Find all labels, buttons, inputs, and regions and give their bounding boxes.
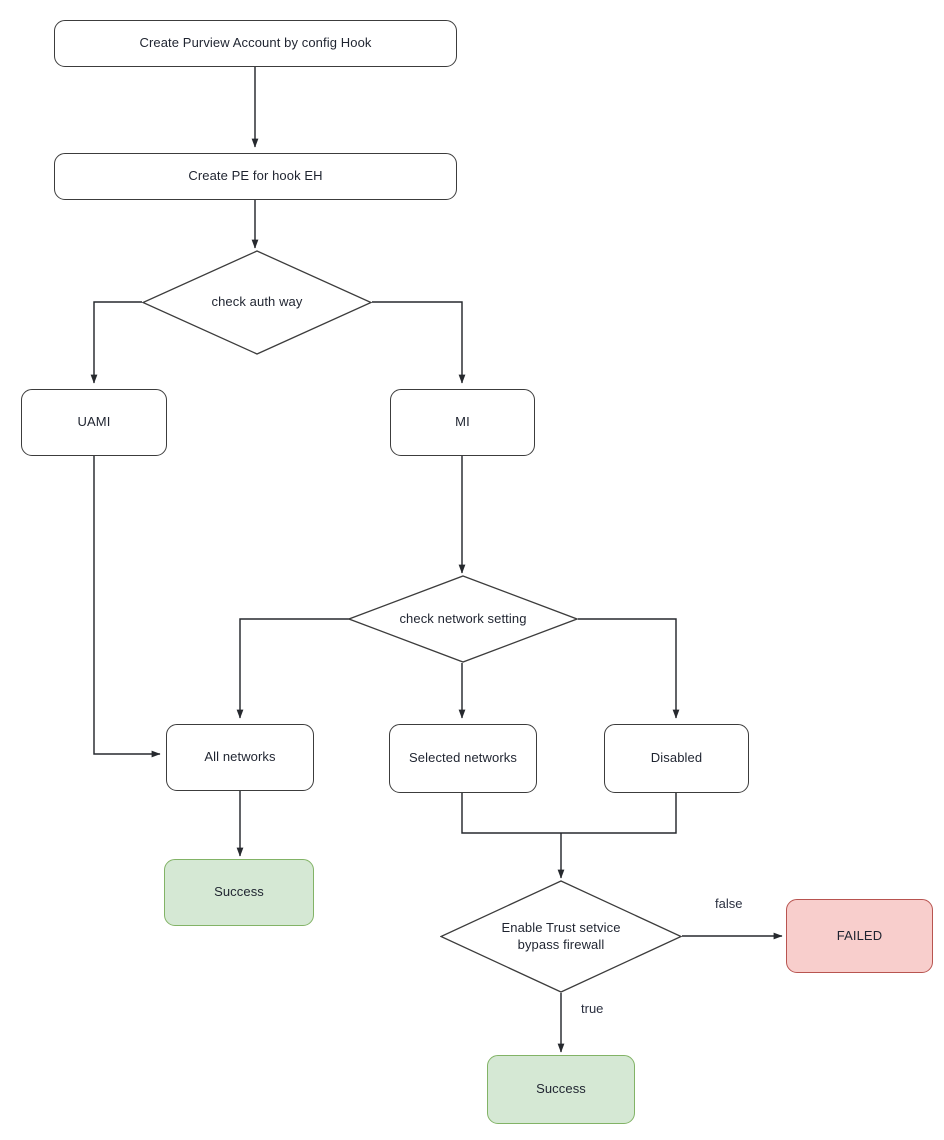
diamond-shape (348, 575, 578, 663)
edge-check-auth-to-mi (372, 301, 466, 384)
node-label: Selected networks (409, 750, 517, 766)
edge-label-true: true (578, 1001, 607, 1016)
edge-check-network-to-all-networks (236, 618, 350, 719)
node-success-all-networks[interactable]: Success (164, 859, 314, 926)
node-label: Enable Trust setvice bypass firewall (495, 920, 626, 953)
node-check-network-setting[interactable]: check network setting (348, 575, 578, 663)
node-label: Create PE for hook EH (188, 168, 323, 184)
node-label: Success (214, 884, 264, 900)
node-label: Success (536, 1081, 586, 1097)
node-label: MI (455, 414, 470, 430)
node-disabled[interactable]: Disabled (604, 724, 749, 793)
edge-check-network-to-disabled (578, 618, 680, 719)
node-create-purview-account[interactable]: Create Purview Account by config Hook (54, 20, 457, 67)
node-failed[interactable]: FAILED (786, 899, 933, 973)
node-label-line-1: Enable Trust setvice (501, 920, 621, 936)
node-label-line-2: bypass firewall (517, 936, 605, 952)
node-label: check network setting (399, 610, 527, 626)
node-create-pe-for-hook-eh[interactable]: Create PE for hook EH (54, 153, 457, 200)
node-selected-networks[interactable]: Selected networks (389, 724, 537, 793)
edge-uami-to-all-networks (93, 456, 161, 758)
node-label: Disabled (650, 750, 703, 766)
node-label: UAMI (77, 414, 111, 430)
node-label: Create Purview Account by config Hook (139, 35, 372, 51)
node-uami[interactable]: UAMI (21, 389, 167, 456)
edge-label-false: false (712, 896, 746, 911)
edge-check-auth-to-uami (90, 301, 142, 384)
diamond-shape (440, 880, 682, 993)
node-enable-trust-service-bypass-firewall[interactable]: Enable Trust setvice bypass firewall (440, 880, 682, 993)
node-label: FAILED (836, 927, 883, 943)
diamond-shape (142, 250, 372, 355)
node-all-networks[interactable]: All networks (166, 724, 314, 791)
node-mi[interactable]: MI (390, 389, 535, 456)
edge-merge-bar (461, 793, 677, 834)
node-label: check auth way (211, 294, 303, 310)
node-success-trust-service[interactable]: Success (487, 1055, 635, 1124)
node-check-auth-way[interactable]: check auth way (142, 250, 372, 355)
node-label: All networks (204, 749, 276, 765)
